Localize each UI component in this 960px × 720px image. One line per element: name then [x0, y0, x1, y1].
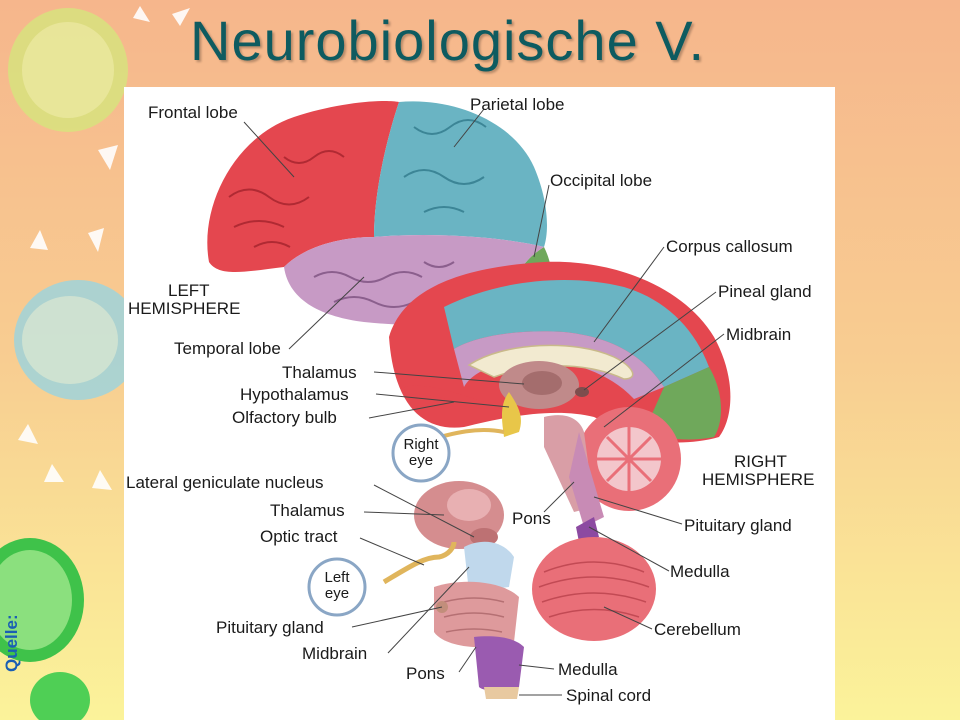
olfactory-bulb-shape — [404, 385, 484, 409]
label-pituitary-gland-left: Pituitary gland — [216, 618, 324, 637]
label-frontal-lobe: Frontal lobe — [148, 103, 238, 122]
frontal-lobe-shape — [207, 100, 399, 272]
sparkle-decorations — [18, 6, 190, 490]
label-pons-upper: Pons — [512, 509, 551, 528]
medulla-lower-shape — [474, 636, 524, 691]
midbrain-lower-shape — [464, 541, 514, 592]
slide-title: Neurobiologische V. — [190, 9, 706, 72]
label-hypothalamus: Hypothalamus — [240, 385, 349, 404]
label-olfactory-bulb: Olfactory bulb — [232, 408, 337, 427]
brainstem-sagittal-shape — [544, 415, 604, 542]
hypothalamus-shape — [501, 392, 521, 437]
balloon-decoration-green — [0, 538, 90, 720]
brain-diagram-panel: Frontal lobe Parietal lobe Occipital lob… — [124, 87, 835, 720]
source-label: Quelle: — [2, 614, 21, 672]
label-temporal-lobe: Temporal lobe — [174, 339, 281, 358]
pons-lower-shape — [434, 581, 519, 648]
label-pituitary-gland-right: Pituitary gland — [684, 516, 792, 535]
parietal-lobe-shape — [374, 101, 547, 248]
label-leader-lines — [243, 108, 725, 696]
spinal-cord-shape — [484, 687, 519, 699]
right-eye-shape — [391, 423, 451, 483]
label-spinal-cord: Spinal cord — [566, 686, 652, 705]
label-left-hemisphere-line1: LEFT — [168, 281, 210, 300]
balloon-decoration-yellow — [8, 8, 128, 132]
thalamus-shape — [499, 361, 579, 409]
optic-tract-lower — [382, 541, 457, 585]
label-optic-tract: Optic tract — [260, 527, 338, 546]
label-right-hemisphere-line2: HEMISPHERE — [702, 470, 815, 489]
label-midbrain-lower: Midbrain — [302, 644, 368, 663]
label-medulla-lower: Medulla — [558, 660, 618, 679]
label-thalamus-upper: Thalamus — [282, 363, 357, 382]
label-thalamus-lower: Thalamus — [270, 501, 345, 520]
pineal-gland-shape — [575, 387, 589, 397]
label-right-hemisphere-line1: RIGHT — [734, 452, 787, 471]
left-eye-shape — [307, 557, 367, 617]
brain-illustration — [207, 100, 731, 699]
label-occipital-lobe: Occipital lobe — [550, 171, 653, 190]
cerebellum-lower-shape — [532, 537, 656, 641]
label-midbrain-upper: Midbrain — [726, 325, 792, 344]
label-lateral-geniculate-nucleus: Lateral geniculate nucleus — [126, 473, 324, 492]
label-cerebellum: Cerebellum — [654, 620, 741, 639]
cerebellum-sagittal-shape — [577, 407, 681, 511]
label-pineal-gland: Pineal gland — [718, 282, 812, 301]
label-left-hemisphere-line2: HEMISPHERE — [128, 299, 241, 318]
label-parietal-lobe: Parietal lobe — [470, 95, 565, 114]
label-left-eye: Left eye — [324, 569, 350, 602]
lateral-geniculate-shape — [470, 528, 498, 546]
label-corpus-callosum: Corpus callosum — [666, 237, 793, 256]
balloon-decoration-blue — [14, 280, 142, 400]
label-pons-lower: Pons — [406, 664, 445, 683]
label-medulla-right: Medulla — [670, 562, 730, 581]
label-right-eye: Right eye — [403, 436, 439, 469]
